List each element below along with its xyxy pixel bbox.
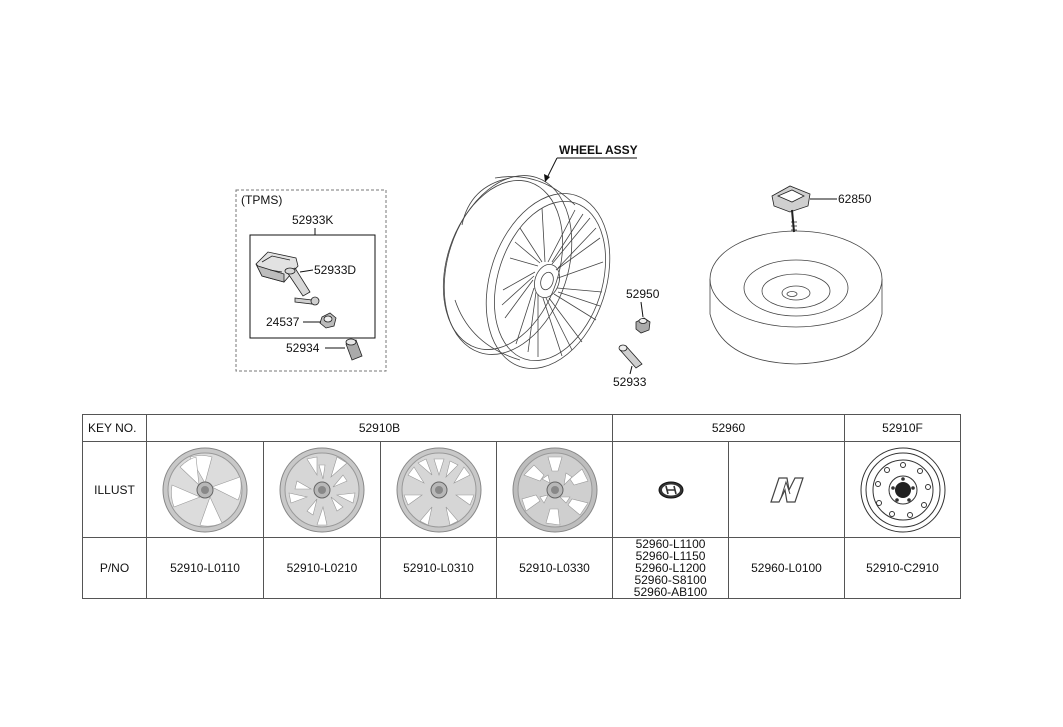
table-illust-row: ILLUST [82, 441, 961, 538]
pno-wheel-4: 52910-L0330 [496, 537, 613, 599]
hyundai-logo-icon [658, 481, 683, 498]
pno-row-label: P/NO [82, 537, 147, 599]
wheel-3-illustration [380, 441, 497, 538]
wheel-1-illustration [146, 441, 264, 538]
table-header-row: KEY NO. 52910B 52960 52910F [82, 414, 961, 442]
cap-header: 52960 [612, 414, 845, 442]
wheel-header: 52910B [146, 414, 613, 442]
tpms-title: (TPMS) [241, 193, 282, 207]
tpms-screw-icon [294, 296, 320, 306]
pno-cap-hyundai-item: 52960-AB100 [633, 585, 708, 599]
table-pno-row: P/NO 52910-L0110 52910-L0210 52910-L0310… [82, 537, 961, 599]
cap-n-illustration [728, 441, 845, 538]
pno-cap-hyundai-item: 52960-L1150 [635, 549, 706, 563]
exploded-parts-diagram: WHEEL ASSY (TPMS) 52933K 52933D [235, 143, 883, 389]
tpms-sensor-label: 52933D [314, 263, 356, 277]
tpms-group: (TPMS) 52933K 52933D 24537 [235, 189, 387, 372]
wheel-1-icon [162, 447, 248, 532]
pno-spare: 52910-C2910 [844, 537, 961, 599]
spare-tire-icon [709, 230, 883, 365]
wheel-2-icon [279, 447, 365, 532]
n-logo-icon [769, 476, 804, 503]
tpms-nut-label: 24537 [266, 315, 300, 329]
tpms-valve-stem-icon [284, 267, 311, 297]
tpms-cap-icon [345, 338, 363, 361]
pno-cap-hyundai: 52960-L1100 52960-L1150 52960-L1200 5296… [612, 537, 729, 599]
key-no-header: KEY NO. [82, 414, 147, 442]
pno-cap-n: 52960-L0100 [728, 537, 845, 599]
pno-wheel-1: 52910-L0110 [146, 537, 264, 599]
illust-row-label: ILLUST [82, 441, 147, 538]
wheel-nut-icon [635, 317, 651, 334]
wheel-3-icon [396, 447, 481, 532]
pno-wheel-3: 52910-L0310 [380, 537, 497, 599]
wheel-4-icon [512, 447, 597, 532]
spare-holder-label: 62850 [838, 192, 872, 206]
spare-wheel-illustration [844, 441, 961, 538]
tpms-cap-label: 52934 [286, 341, 320, 355]
wheel-4-illustration [496, 441, 613, 538]
spare-holder-icon [771, 185, 811, 233]
parts-table: KEY NO. 52910B 52960 52910F ILLUST [82, 414, 961, 599]
pno-cap-hyundai-item: 52960-S8100 [634, 573, 707, 587]
wheel-assy-label: WHEEL ASSY [559, 143, 638, 157]
wheel-2-illustration [263, 441, 381, 538]
wheel-nut-label: 52950 [626, 287, 660, 301]
tpms-nut-icon [319, 312, 337, 329]
spare-header: 52910F [844, 414, 961, 442]
spare-wheel-icon [860, 447, 945, 532]
alloy-wheel-icon [442, 175, 611, 369]
tpms-sensor-icon [255, 251, 299, 283]
pno-cap-hyundai-item: 52960-L1100 [635, 537, 706, 551]
valve-label: 52933 [613, 375, 647, 389]
cap-hyundai-illustration [612, 441, 729, 538]
pno-cap-hyundai-item: 52960-L1200 [635, 561, 706, 575]
pno-wheel-2: 52910-L0210 [263, 537, 381, 599]
valve-icon [618, 344, 643, 369]
tpms-kit-label: 52933K [292, 213, 333, 227]
